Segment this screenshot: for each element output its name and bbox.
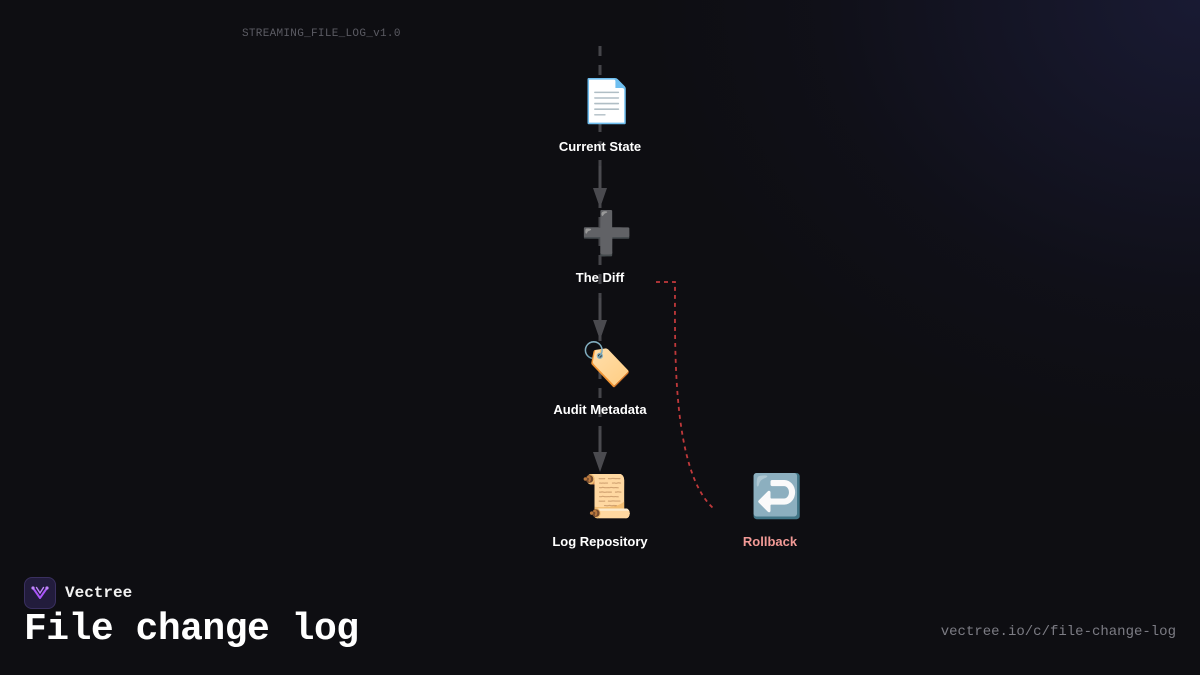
tag-icon: 🏷️ bbox=[581, 340, 633, 389]
node-label-log-repository: Log Repository bbox=[552, 534, 648, 549]
node-label-audit-metadata: Audit Metadata bbox=[553, 402, 647, 417]
node-rollback: ↩️ Rollback bbox=[743, 472, 803, 550]
node-log-repository: 📜 Log Repository bbox=[552, 472, 648, 550]
return-arrow-icon: ↩️ bbox=[751, 472, 803, 521]
node-label-rollback: Rollback bbox=[743, 534, 798, 549]
edge-the-diff-to-audit-metadata bbox=[593, 298, 607, 340]
node-audit-metadata: 🏷️ Audit Metadata bbox=[553, 340, 647, 418]
edge-the-diff-to-rollback bbox=[656, 281, 714, 509]
page-title: File change log bbox=[24, 608, 359, 651]
version-tag: STREAMING_FILE_LOG_v1.0 bbox=[242, 28, 401, 40]
brand: Vectree bbox=[24, 577, 132, 609]
page-url[interactable]: vectree.io/c/file-change-log bbox=[940, 624, 1176, 640]
node-label-current-state: Current State bbox=[559, 139, 641, 154]
edge-audit-metadata-to-log-repository bbox=[593, 430, 607, 472]
node-current-state: 📄 Current State bbox=[559, 77, 641, 155]
plus-icon: ➕ bbox=[581, 209, 633, 258]
node-the-diff: ➕ The Diff bbox=[576, 209, 633, 286]
vectree-logo-icon bbox=[24, 577, 56, 609]
brand-name: Vectree bbox=[65, 584, 133, 602]
scroll-icon: 📜 bbox=[581, 472, 633, 521]
document-icon: 📄 bbox=[581, 77, 633, 126]
edge-current-state-to-the-diff bbox=[593, 166, 607, 208]
node-label-the-diff: The Diff bbox=[576, 270, 625, 285]
